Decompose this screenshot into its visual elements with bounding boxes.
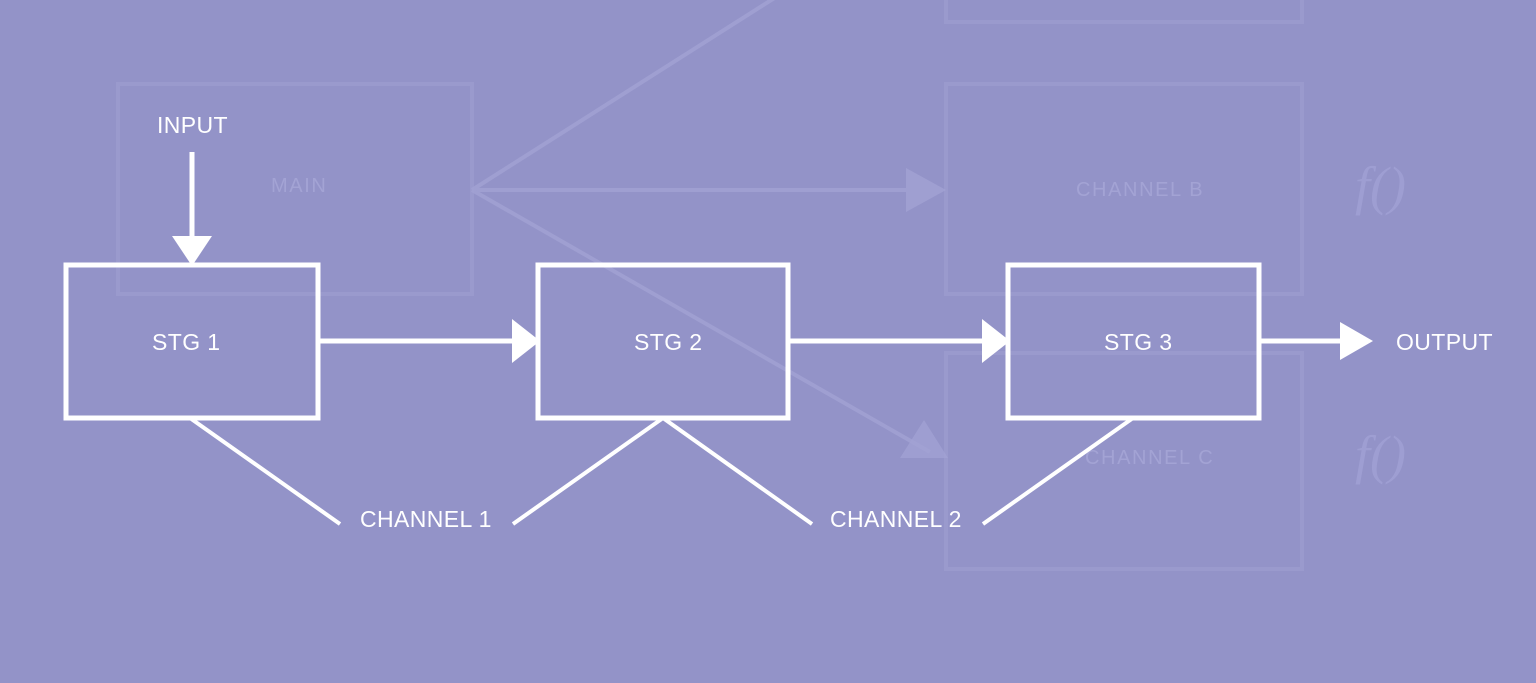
stage-label-stg1: STG 1 <box>152 329 221 355</box>
connector-stg1-stg2 <box>318 319 540 363</box>
leader-stg3-to-channel2 <box>981 416 1135 526</box>
input-label: INPUT <box>157 112 228 138</box>
callout-leader-lines <box>188 416 1135 526</box>
ghost-function-glyph-2: f() <box>1355 425 1406 485</box>
ghost-label-main: MAIN <box>271 175 328 197</box>
output-label: OUTPUT <box>1396 329 1493 355</box>
callout-label-channel1: CHANNEL 1 <box>360 506 492 532</box>
stage-label-stg2: STG 2 <box>634 329 703 355</box>
stage-label-stg3: STG 3 <box>1104 329 1173 355</box>
output-arrowhead <box>1340 322 1373 360</box>
ghost-line-upper <box>470 0 776 192</box>
connector-stg1-stg2-arrowhead <box>512 319 540 363</box>
ghost-label-channel-c: CHANNEL C <box>1085 447 1215 469</box>
callout-label-channel2: CHANNEL 2 <box>830 506 962 532</box>
ghost-arrowhead-right <box>906 168 946 212</box>
input-arrow <box>172 152 212 266</box>
leader-stg2-to-channel2 <box>661 416 814 526</box>
ghost-connector-lines <box>470 0 931 454</box>
input-arrowhead <box>172 236 212 266</box>
leader-stg1-to-channel1 <box>188 416 342 526</box>
ghost-box-top <box>944 0 1304 24</box>
output-arrow <box>1259 322 1373 360</box>
ghost-box-channel-c <box>944 351 1304 571</box>
ghost-line-lower <box>471 188 931 454</box>
ghost-box-channel-b <box>944 82 1304 296</box>
ghost-function-glyph-1: f() <box>1355 156 1406 216</box>
leader-stg2-to-channel1 <box>511 416 665 526</box>
connector-stg2-stg3 <box>788 319 1010 363</box>
ghost-arrowhead-triangle <box>900 420 948 458</box>
connector-stg2-stg3-arrowhead <box>982 319 1010 363</box>
ghost-label-channel-b: CHANNEL B <box>1076 179 1205 201</box>
